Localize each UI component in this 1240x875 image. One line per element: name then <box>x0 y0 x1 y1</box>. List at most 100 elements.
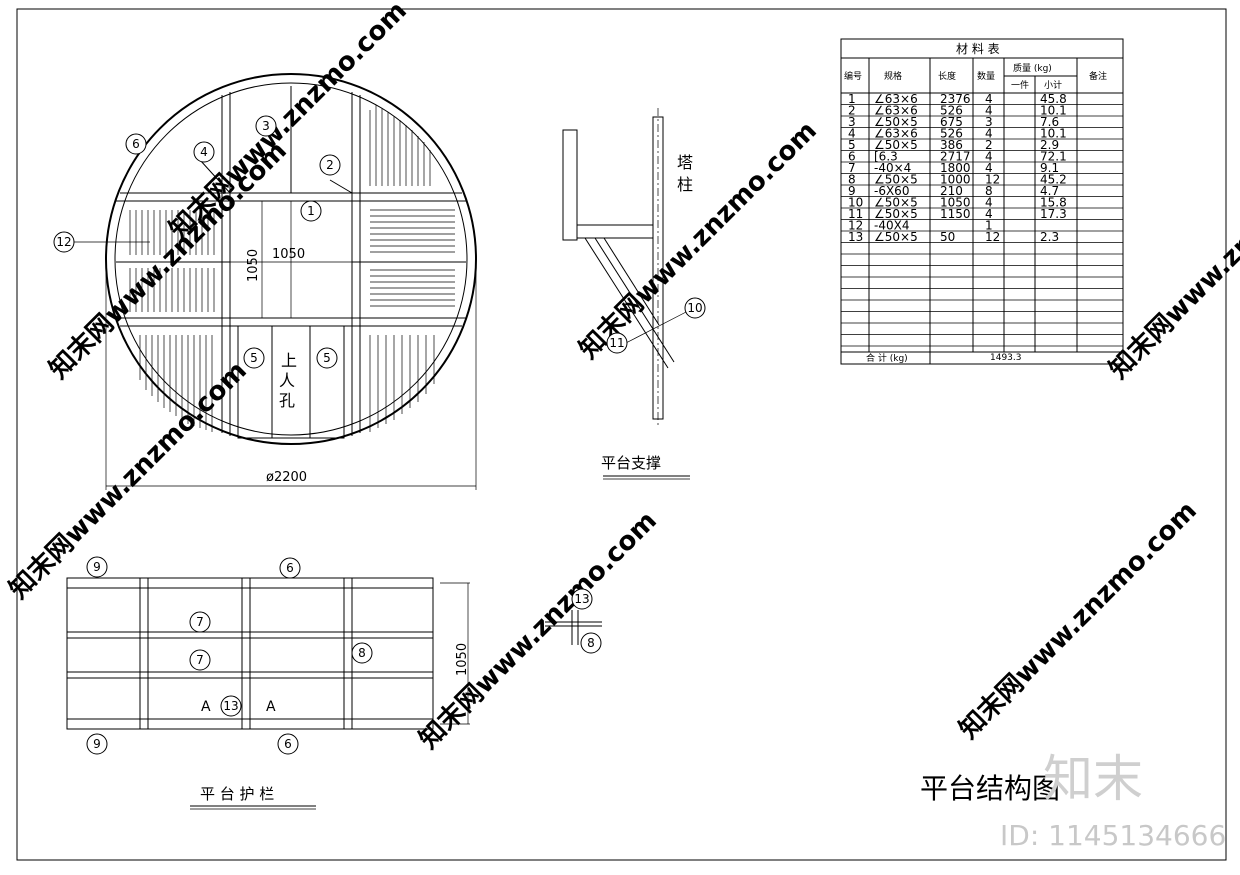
bom-header-length: 长度 <box>938 70 956 82</box>
bom-cell-length: 1000 <box>940 173 971 187</box>
bom-cell-spec: ∠50×5 <box>874 207 918 221</box>
svg-text:5: 5 <box>323 351 331 365</box>
bom-cell-no: 9 <box>848 184 856 198</box>
callout-7a: 7 <box>189 611 211 633</box>
callout-6-top: 6 <box>279 557 301 579</box>
platform-inner-ring <box>114 82 468 436</box>
svg-text:6: 6 <box>284 737 292 751</box>
bom-cell-spec: ∠50×5 <box>874 138 918 152</box>
svg-text:10: 10 <box>687 301 702 315</box>
bom-cell-spec: ∠50×5 <box>874 115 918 129</box>
railing-caption: 平 台 护 栏 <box>200 785 274 803</box>
bom-cell-qty: 4 <box>985 92 993 106</box>
bom-cell-no: 13 <box>848 230 863 244</box>
diameter-dim: ø2200 <box>266 470 307 485</box>
callout-13: 13 <box>220 695 242 717</box>
tower-label-1: 塔 <box>677 153 693 172</box>
callout-6: 6 <box>125 133 147 155</box>
watermark-4: 知末网www.znzmo.com <box>4 356 253 605</box>
callout-9-top: 9 <box>86 556 108 578</box>
bom-cell-qty: 4 <box>985 104 993 118</box>
callout-9-bottom: 9 <box>86 733 108 755</box>
watermark-5: 知末网www.znzmo.com <box>414 506 663 755</box>
bom-cell-qty: 4 <box>985 127 993 141</box>
svg-text:3: 3 <box>262 119 270 133</box>
brand-id: ID: 1145134666 <box>1000 819 1226 852</box>
svg-text:11: 11 <box>609 336 624 350</box>
bom-cell-subtotal: 45.8 <box>1040 92 1067 106</box>
bom-cell-subtotal: 45.2 <box>1040 173 1067 187</box>
bom-total-value: 1493.3 <box>990 353 1022 363</box>
callout-3: 3 <box>255 115 277 137</box>
bom-cell-subtotal: 4.7 <box>1040 184 1059 198</box>
bom-cell-length: 675 <box>940 115 963 129</box>
svg-text:4: 4 <box>200 145 208 159</box>
manhole-label-1: 上 <box>281 351 297 370</box>
bom-cell-subtotal: 17.3 <box>1040 207 1067 221</box>
bom-cell-spec: ∠50×5 <box>874 196 918 210</box>
callout-2: 2 <box>319 154 341 176</box>
bom-cell-qty: 2 <box>985 138 993 152</box>
bom-cell-no: 11 <box>848 207 863 221</box>
bom-cell-no: 2 <box>848 104 856 118</box>
bom-cell-qty: 4 <box>985 161 993 175</box>
section-mark-right: A <box>266 699 276 715</box>
bom-cell-no: 10 <box>848 196 863 210</box>
bom-cell-length: 210 <box>940 184 963 198</box>
bom-cell-spec: -40X4 <box>874 219 909 233</box>
bom-cell-spec: ∠63×6 <box>874 92 918 106</box>
drawing-title: 平台结构图 <box>920 772 1060 805</box>
bom-cell-no: 12 <box>848 219 863 233</box>
callout-11: 11 <box>606 332 628 354</box>
svg-text:8: 8 <box>587 636 595 650</box>
watermark-2: 知末网www.znzmo.com <box>164 0 413 245</box>
bom-cell-spec: ∠63×6 <box>874 104 918 118</box>
callout-8-detail: 8 <box>580 632 602 654</box>
platform-outer-ring <box>105 73 477 445</box>
grating-hatch <box>129 105 455 432</box>
brand-logo: 知末 <box>1043 750 1143 808</box>
section-mark-left: A <box>201 699 211 715</box>
svg-text:5: 5 <box>250 351 258 365</box>
bom-header-subtotal: 小计 <box>1044 79 1062 91</box>
bom-table: 材 料 表 编号 规格 长度 数量 质量 (kg) 一件 小计 备注 1∠63×… <box>840 38 1124 365</box>
bom-header-qty: 数量 <box>977 70 995 82</box>
bom-cell-no: 7 <box>848 161 856 175</box>
bom-cell-subtotal: 72.1 <box>1040 150 1067 164</box>
bom-cell-no: 5 <box>848 138 856 152</box>
watermark-3: 知末网www.znzmo.com <box>574 116 823 365</box>
bom-cell-subtotal: 15.8 <box>1040 196 1067 210</box>
bom-cell-length: 50 <box>940 230 955 244</box>
bom-total-label: 合 计 (kg) <box>866 352 908 364</box>
drawing-frame <box>16 8 1227 861</box>
manhole-frame <box>237 325 345 439</box>
support-view: 塔 柱 平台支撑 10 11 <box>562 108 706 480</box>
svg-text:12: 12 <box>56 235 71 249</box>
opening-height-dim: 1050 <box>246 249 261 282</box>
bom-cell-subtotal: 2.3 <box>1040 230 1059 244</box>
support-caption: 平台支撑 <box>601 454 661 472</box>
detail-view: 13 8 <box>545 588 602 654</box>
callout-10: 10 <box>684 297 706 319</box>
callout-13-detail: 13 <box>571 588 593 610</box>
callout-1: 1 <box>300 200 322 222</box>
bom-cell-qty: 4 <box>985 150 993 164</box>
bom-cell-no: 6 <box>848 150 856 164</box>
bom-cell-length: 2376 <box>940 92 971 106</box>
svg-text:9: 9 <box>93 560 101 574</box>
bom-title: 材 料 表 <box>956 42 1000 56</box>
svg-text:9: 9 <box>93 737 101 751</box>
svg-text:13: 13 <box>574 592 589 606</box>
callout-5a: 5 <box>243 347 265 369</box>
callout-5b: 5 <box>316 347 338 369</box>
plan-callouts: 1 2 3 4 5 5 6 12 <box>53 115 341 369</box>
svg-text:1: 1 <box>307 204 315 218</box>
